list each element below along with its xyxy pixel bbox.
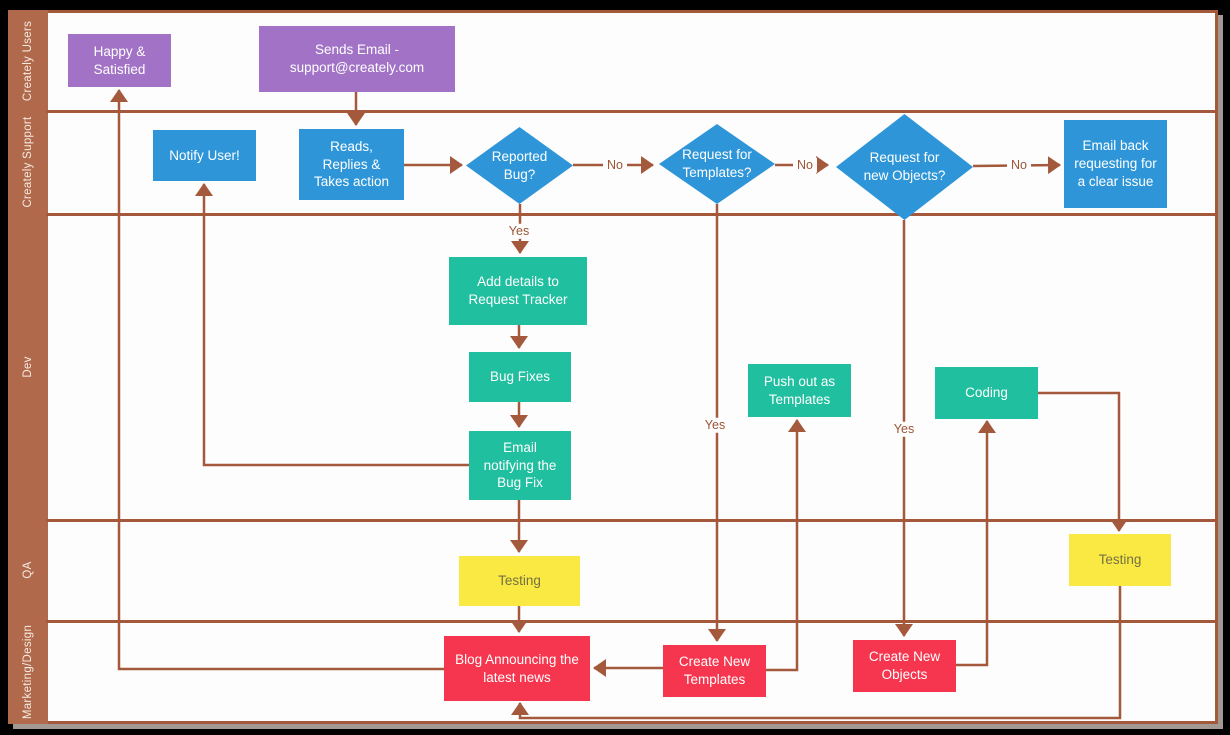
edge-label-yes-request-templates: Yes [700,417,730,433]
edge-email-notifying-to-notify-user [195,183,469,467]
node-create-new-templates[interactable]: Create New Templates [663,645,766,697]
edge-label-no-reported-bug: No [603,157,627,173]
node-bug-fixes[interactable]: Bug Fixes [469,352,571,402]
node-add-details[interactable]: Add details to Request Tracker [449,257,587,325]
node-testing-dev[interactable]: Testing [459,556,580,606]
node-push-out-templates[interactable]: Push out as Templates [748,364,851,417]
edge-label-yes-request-objects: Yes [889,421,919,437]
node-create-new-objects[interactable]: Create New Objects [853,640,956,692]
node-coding[interactable]: Coding [935,367,1038,419]
edge-label-yes-reported-bug: Yes [504,223,534,239]
node-happy-satisfied[interactable]: Happy & Satisfied [68,34,171,87]
edge-coding-to-testing [1037,391,1128,532]
edge-testing-to-blog-bottom [511,586,1122,720]
edge-create-templates-to-push-out [766,419,806,672]
node-blog-announcing[interactable]: Blog Announcing the latest news [444,636,590,701]
node-notify-user[interactable]: Notify User! [153,130,256,181]
lane-divider-users-support [46,110,1218,113]
edge-label-no-request-objects: No [1007,157,1031,173]
node-reads-replies[interactable]: Reads, Replies & Takes action [299,129,404,200]
node-sends-email[interactable]: Sends Email - support@creately.com [259,26,455,92]
lane-divider-qa-marketing [46,620,1218,623]
lane-divider-dev-qa [46,519,1218,522]
edge-blog-to-happy-satisfied [110,89,444,671]
edge-create-objects-to-coding [956,420,996,667]
node-email-notifying[interactable]: Email notifying the Bug Fix [469,431,571,500]
node-email-back[interactable]: Email back requesting for a clear issue [1064,120,1167,208]
swimlane-header-strip [8,10,48,724]
lane-divider-support-dev [46,213,1218,216]
node-testing-objects[interactable]: Testing [1069,534,1171,586]
edge-label-no-request-templates: No [793,157,817,173]
